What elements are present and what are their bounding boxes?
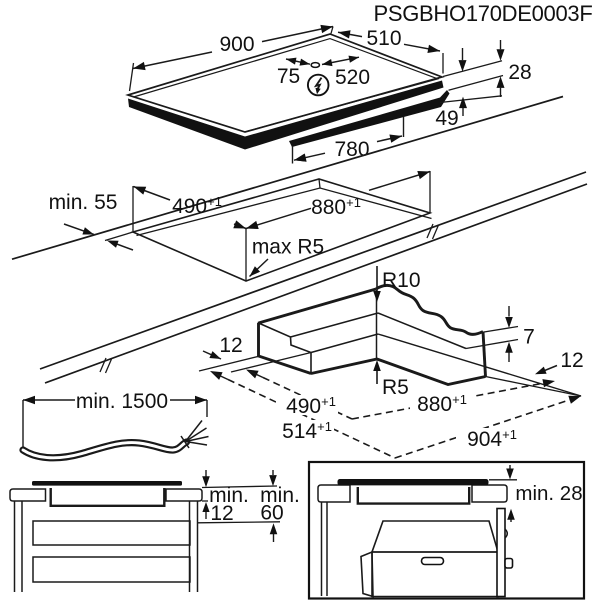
svg-text:min. 55: min. 55 — [49, 191, 118, 214]
svg-text:75: 75 — [277, 65, 300, 88]
svg-text:780: 780 — [334, 138, 369, 161]
svg-text:49: 49 — [435, 107, 458, 130]
svg-text:520: 520 — [335, 66, 370, 89]
svg-text:12: 12 — [210, 502, 233, 525]
svg-text:60: 60 — [260, 502, 283, 525]
svg-text:12: 12 — [560, 349, 583, 372]
svg-text:510: 510 — [366, 27, 401, 50]
svg-text:min.: min. — [260, 484, 300, 507]
svg-text:490+1: 490+1 — [286, 394, 336, 418]
svg-text:900: 900 — [219, 33, 254, 56]
svg-text:min.: min. — [209, 484, 249, 507]
svg-text:7: 7 — [523, 326, 535, 349]
svg-text:28: 28 — [508, 61, 531, 84]
svg-text:max R5: max R5 — [252, 236, 324, 259]
svg-text:R10: R10 — [382, 269, 421, 292]
svg-text:PSGBHO170DE0003F: PSGBHO170DE0003F — [374, 1, 593, 26]
svg-text:R5: R5 — [382, 376, 409, 399]
svg-text:min. 28: min. 28 — [515, 482, 582, 505]
svg-text:12: 12 — [219, 334, 242, 357]
svg-text:min. 1500: min. 1500 — [76, 390, 168, 413]
